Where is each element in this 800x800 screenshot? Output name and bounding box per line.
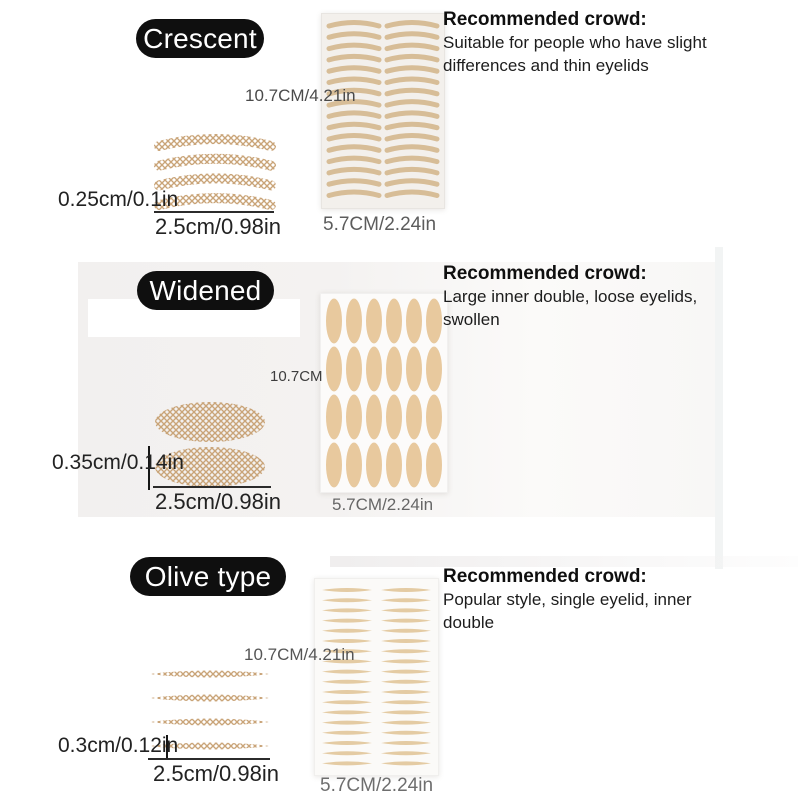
photo-edge-stripe [715,247,723,569]
crescent-type-badge: Crescent [136,19,264,58]
crescent-measure-line [154,211,274,213]
widened-sheet-width-label: 5.7CM/2.24in [332,495,434,514]
widened-sheet-length-label: 10.7CM [270,368,323,385]
olive-measure-line [148,758,270,760]
crescent-crowd-title: Recommended crowd: [443,9,647,30]
olive-sheet-width-label: 5.7CM/2.24in [320,775,434,796]
crescent-crowd-text: Suitable for people who have slight diff… [443,33,707,75]
crescent-thickness-label: 0.25cm/0.1in [58,188,179,211]
olive-type-label: Olive type [144,560,272,592]
widened-crowd-text: Large inner double, loose eyelids, swoll… [443,287,698,329]
olive-type-badge: Olive type [130,557,286,596]
crescent-type-label: Crescent [143,22,257,54]
widened-sheet [320,293,448,493]
widened-measure-tick [148,446,150,490]
widened-type-label: Widened [149,274,262,306]
olive-measure-tick [166,735,168,758]
widened-strip-samples [152,400,268,490]
widened-measure-line [153,486,271,488]
crescent-strip-samples [153,132,277,212]
olive-thickness-label: 0.3cm/0.12in [58,734,179,757]
olive-length-label: 2.5cm/0.98in [153,761,279,786]
olive-sheet-length-label: 10.7CM/4.21in [244,645,355,664]
widened-type-badge: Widened [137,271,274,310]
olive-sheet [314,578,439,776]
crescent-sheet-width-label: 5.7CM/2.24in [323,214,437,235]
photo-seam-band [330,556,798,567]
olive-crowd-title: Recommended crowd: [443,566,647,587]
widened-thickness-label: 0.35cm/0.14in [52,451,184,474]
widened-crowd-title: Recommended crowd: [443,263,647,284]
crescent-sheet [321,13,445,209]
crescent-length-label: 2.5cm/0.98in [155,214,281,239]
olive-crowd-text: Popular style, single eyelid, inner doub… [443,590,692,632]
widened-length-label: 2.5cm/0.98in [155,489,281,514]
olive-strip-samples [147,662,272,754]
crescent-sheet-length-label: 10.7CM/4.21in [245,86,356,105]
